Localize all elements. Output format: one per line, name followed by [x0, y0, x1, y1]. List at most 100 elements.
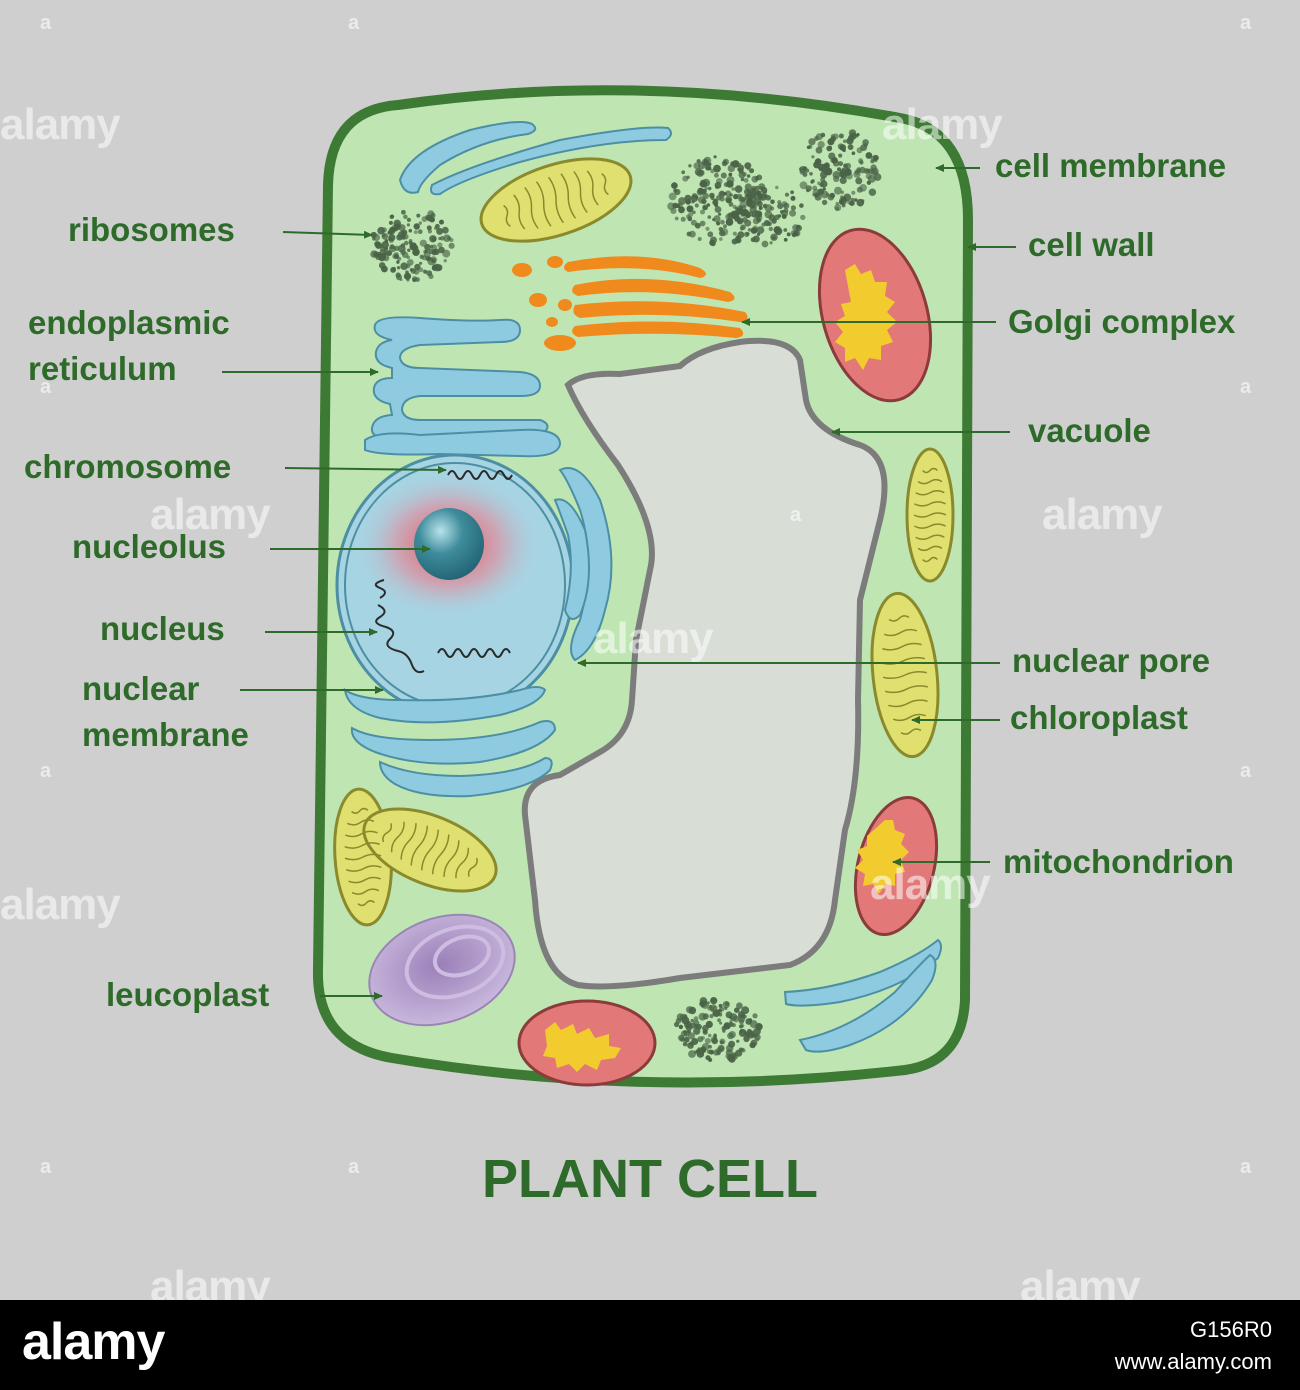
grana-line	[535, 181, 552, 227]
ribosome-dot	[777, 203, 784, 210]
ribosome-dot	[705, 226, 710, 231]
ribosome-dot	[713, 1036, 717, 1040]
watermark-mark: a	[1240, 12, 1252, 34]
ribosome-dot	[734, 1007, 740, 1013]
ribosome-dot	[668, 192, 677, 201]
ribosome-dot	[741, 205, 747, 210]
ribosome-dot	[686, 205, 694, 213]
ribosome-dot	[423, 269, 428, 274]
ribosome-dot	[832, 160, 840, 167]
leader-lines	[222, 164, 1016, 1000]
ribosome-dot	[710, 168, 715, 174]
ribosome-dot	[821, 199, 828, 206]
ribosome-dot	[725, 196, 733, 204]
ribosome-dot	[707, 215, 712, 219]
ribosome-dot	[728, 202, 734, 207]
ribosome-dot	[824, 163, 829, 168]
watermark-mark: a	[348, 1156, 360, 1178]
nucleolus	[414, 508, 484, 580]
ribosome-dot	[773, 226, 780, 233]
ribosome-dot	[775, 185, 779, 190]
ribosome-dot	[417, 229, 423, 235]
watermark-mark: a	[1240, 1156, 1252, 1178]
mitochondrion-cristae	[543, 264, 909, 1072]
ribosome-dot	[678, 1024, 684, 1030]
ribosome-dot	[430, 256, 437, 263]
ribosome-dot	[717, 1018, 721, 1023]
grana-line	[455, 847, 470, 879]
ribosome-dot	[442, 249, 451, 258]
ribosome-dot	[731, 1052, 737, 1058]
ribosome-dot	[716, 1009, 722, 1015]
grana-line	[917, 478, 943, 485]
ribosome-dot	[848, 129, 857, 137]
grana-stack	[344, 807, 382, 907]
ribosome-dot	[690, 219, 697, 226]
grana-line	[443, 840, 460, 877]
ribosome-dot	[374, 252, 380, 258]
ribosome-dot	[751, 214, 755, 218]
ribosome-dot	[752, 1013, 758, 1019]
ribosome-dot	[688, 1032, 695, 1040]
ribosome-dot	[799, 203, 804, 208]
ribosome-dot	[403, 214, 408, 219]
ribosome-dot	[783, 202, 790, 209]
ribosome-dot	[851, 190, 856, 195]
grana-line	[421, 829, 439, 871]
ribosome-dot	[728, 1031, 736, 1039]
grana-line	[382, 823, 393, 843]
watermark: alamy	[0, 880, 121, 929]
ribosome-dot	[413, 223, 420, 230]
grana-line	[344, 842, 380, 849]
ribosome-dot	[399, 278, 403, 282]
ribosome-dot	[832, 133, 839, 140]
ribosome-dot	[693, 162, 701, 170]
grana-line	[884, 685, 929, 694]
watermark-mark: a	[40, 376, 52, 398]
ribosome-dot	[809, 172, 813, 176]
ribosome-dot	[429, 235, 437, 243]
ribosome-dot	[700, 180, 708, 188]
ribosome-dot	[374, 241, 381, 247]
ribosome-dot	[749, 206, 757, 214]
watermark: alamy	[1042, 490, 1163, 539]
label-ribosomes: ribosomes	[68, 211, 235, 248]
ribosome-dot	[870, 164, 877, 171]
ribosome-dot	[378, 262, 386, 269]
ribosome-dot	[435, 223, 440, 229]
grana-line	[882, 670, 928, 680]
ribosome-dot	[828, 145, 832, 150]
ribosome-dot	[808, 144, 813, 149]
label-vacuole: vacuole	[1028, 412, 1151, 449]
ribosome-dot	[410, 268, 415, 272]
ribosome-dot	[790, 195, 796, 201]
ribosome-dot	[395, 272, 401, 278]
ribosome-dot	[378, 254, 386, 262]
ribosome-dot	[388, 234, 396, 242]
watermark: alamy	[882, 100, 1003, 149]
ribosome-dot	[752, 225, 759, 232]
ribosome-dot	[789, 209, 797, 217]
ribosome-dot	[751, 185, 757, 192]
ribosome-dot	[392, 253, 399, 260]
ribosome-dot	[688, 164, 692, 168]
ribosome-dot	[873, 170, 878, 175]
grana-line	[900, 728, 922, 735]
grana-line	[513, 194, 526, 230]
ribosome-dot	[868, 188, 877, 196]
ribosome-dot	[406, 217, 411, 222]
grana-line	[524, 187, 539, 229]
ribosome-dot	[731, 187, 735, 191]
grana-stack	[503, 170, 609, 230]
ribosome-dot	[846, 137, 854, 145]
ribosome-dot	[799, 181, 808, 190]
ribosome-dot	[408, 228, 413, 233]
ribosome-dot	[706, 1001, 711, 1005]
ribosome-dot	[786, 232, 791, 237]
ribosome-dot	[710, 997, 718, 1005]
ribosome-dot	[693, 1016, 699, 1021]
ribosome-dot	[388, 245, 396, 253]
grana-line	[915, 534, 945, 540]
grana-line	[917, 545, 943, 552]
ribosome-dot	[691, 193, 698, 199]
